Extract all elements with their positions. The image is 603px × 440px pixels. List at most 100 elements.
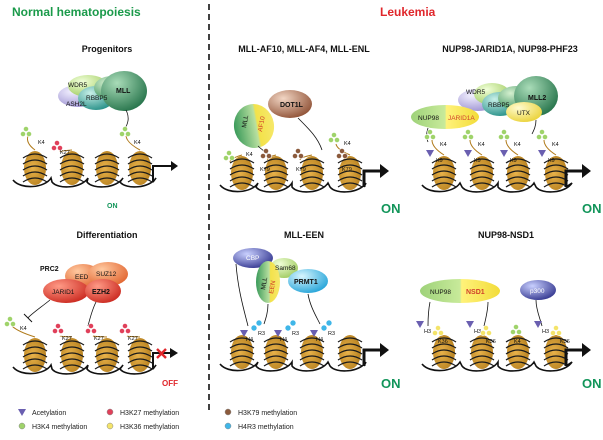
nucleosome: [59, 151, 85, 185]
complex-label-rbbp5: RBBP5: [86, 95, 108, 102]
h3k4-mark: [424, 129, 436, 140]
nucleosome: [94, 338, 120, 372]
h4r3-mark: [284, 324, 292, 332]
h3k4-mark: [536, 129, 548, 140]
acetylation-mark: [274, 330, 282, 337]
fusion-label-mll-2: MLL: [260, 276, 269, 290]
acetylation-mark: [464, 150, 472, 157]
legend-swatch: [106, 422, 114, 430]
h3k4-mark: [510, 324, 522, 335]
legend: Acetylation H3K27 methylation H3K79 methyl…: [18, 408, 297, 431]
mark-label: K27: [94, 336, 104, 342]
mark-label: H4: [246, 337, 253, 343]
h3k27-mark: [52, 323, 64, 334]
complex-label-suz12: SUZ12: [96, 271, 117, 278]
legend-label: Acetylation: [32, 410, 66, 417]
mark-label: H3: [424, 329, 431, 335]
nucleosome: [505, 156, 531, 190]
mark-label: K36: [438, 339, 448, 345]
nucleosome: [22, 338, 48, 372]
mark-label: H4: [280, 337, 287, 343]
h4r3-mark: [320, 324, 328, 332]
complex-label-mll: MLL: [116, 88, 131, 95]
mark-label: H3: [474, 329, 481, 335]
legend-item: H3K36 methylation: [106, 422, 179, 431]
mark-label: K4: [514, 142, 521, 148]
nucleosome: [263, 335, 289, 369]
nucleosome: [469, 335, 495, 369]
status-progenitors: ON: [107, 203, 118, 210]
legend-swatch: [224, 408, 232, 416]
mark-label: K79: [342, 167, 352, 173]
mark-label: K79: [296, 167, 306, 173]
mark-label: H4: [316, 337, 323, 343]
complex-label-mll2: MLL2: [528, 95, 546, 102]
acetylation-mark: [534, 321, 542, 328]
nucleosome: [299, 335, 325, 369]
mark-label: K4: [514, 339, 521, 345]
legend-item: H4R3 methylation: [224, 422, 294, 431]
legend-item: H3K79 methylation: [224, 408, 297, 417]
fusion-label-nup98: NUP98: [418, 115, 439, 122]
legend-label: H3K36 methylation: [120, 424, 179, 431]
transcription-arrow: [152, 161, 178, 182]
legend-swatch: [224, 422, 232, 430]
legend-swatch: [18, 422, 26, 430]
partner-label-dot1l: DOT1L: [280, 102, 304, 109]
h3k27-mark: [51, 140, 63, 151]
h3k4-mark: [223, 150, 235, 161]
h3k4-mark: [498, 129, 510, 140]
mll-een-complex: CBP Sam68 PRMT1 MLL EEN: [233, 248, 328, 327]
complex-label-wdr5-2: WDR5: [466, 89, 486, 96]
legend-swatch: [18, 409, 26, 416]
fusion-label-mll: MLL: [241, 114, 250, 128]
complex-label-prc2: PRC2: [40, 266, 59, 273]
fusion-label-af10: AF10: [257, 115, 267, 132]
status-nup98-jarid: ON: [582, 201, 602, 216]
nucleosome: [127, 151, 153, 185]
nucleosome: [59, 338, 85, 372]
mark-label: K27: [128, 336, 138, 342]
status-nup98-nsd1: ON: [582, 376, 602, 391]
mark-label: K9: [510, 158, 517, 164]
acetylation-mark: [538, 150, 546, 157]
legend-label: H3K27 methylation: [120, 410, 179, 417]
partner-label-sam68: Sam68: [275, 265, 296, 272]
acetylation-mark: [310, 330, 318, 337]
status-mll-af10: ON: [381, 201, 401, 216]
mark-label: R3: [258, 331, 265, 337]
nup98-nsd1-complex: NUP98 NSD1 p300: [420, 279, 556, 327]
status-mll-een: ON: [381, 376, 401, 391]
panel-title-mll-af10: MLL-AF10, MLL-AF4, MLL-ENL: [238, 44, 370, 54]
mark-label: K4: [246, 152, 253, 158]
mark-label: K9: [548, 158, 555, 164]
h4r3-mark: [250, 324, 258, 332]
mark-label: K4: [478, 142, 485, 148]
mark-label: K4: [440, 142, 447, 148]
mark-label: K4: [134, 140, 141, 146]
nucleosome: [94, 151, 120, 185]
legend-item: Acetylation: [18, 409, 66, 417]
nucleosome: [337, 156, 363, 190]
fusion-label-nsd1: NSD1: [466, 289, 485, 296]
nucleosome: [229, 156, 255, 190]
panel-title-nup98-jarid: NUP98-JARID1A, NUP98-PHF23: [442, 44, 578, 54]
complex-label-eed: EED: [75, 274, 89, 281]
silenced-arrow: [152, 348, 178, 369]
complex-label-ash2l: ASH2L: [66, 101, 87, 108]
mark-label: R3: [292, 331, 299, 337]
mark-label: K9: [474, 158, 481, 164]
nucleosome: [469, 156, 495, 190]
legend-label: H4R3 methylation: [238, 424, 294, 431]
transcription-arrow: [564, 164, 591, 187]
fusion-label-nup98-2: NUP98: [430, 289, 451, 296]
fusion-label-een: EEN: [268, 280, 277, 295]
partner-label-cbp: CBP: [246, 255, 259, 262]
mark-label: R3: [328, 331, 335, 337]
